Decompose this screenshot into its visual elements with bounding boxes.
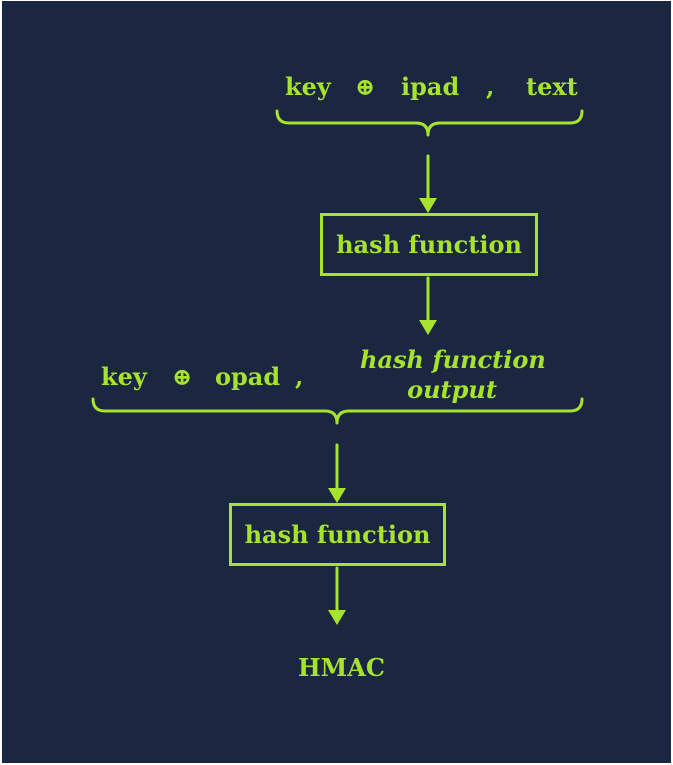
arrowhead-2: [419, 320, 437, 335]
outer-hash-function-box: hash function: [229, 503, 446, 566]
arrowhead-1: [419, 198, 437, 213]
hash-function-output-line1: hash function: [360, 345, 546, 374]
inner-hash-function-box: hash function: [320, 213, 538, 276]
top-input-brace: [275, 109, 584, 137]
top-key-label: key: [285, 72, 331, 101]
comma-2: ,: [295, 362, 304, 391]
hmac-label: HMAC: [298, 653, 385, 682]
xor-symbol-2: ⊕: [172, 362, 193, 391]
outer-hash-function-label: hash function: [244, 520, 431, 549]
hash-function-output-line2: output: [407, 375, 497, 404]
hash-function-output-label: hash function output: [360, 345, 546, 405]
ipad-label: ipad: [401, 72, 460, 101]
arrowhead-3: [328, 488, 346, 503]
text-label: text: [526, 72, 578, 101]
comma-1: ,: [486, 72, 495, 101]
xor-symbol-1: ⊕: [355, 72, 376, 101]
arrowhead-4: [328, 610, 346, 625]
inner-hash-function-label: hash function: [336, 230, 522, 259]
second-input-brace: [91, 397, 584, 425]
opad-label: opad: [215, 362, 281, 391]
second-key-label: key: [101, 362, 147, 391]
